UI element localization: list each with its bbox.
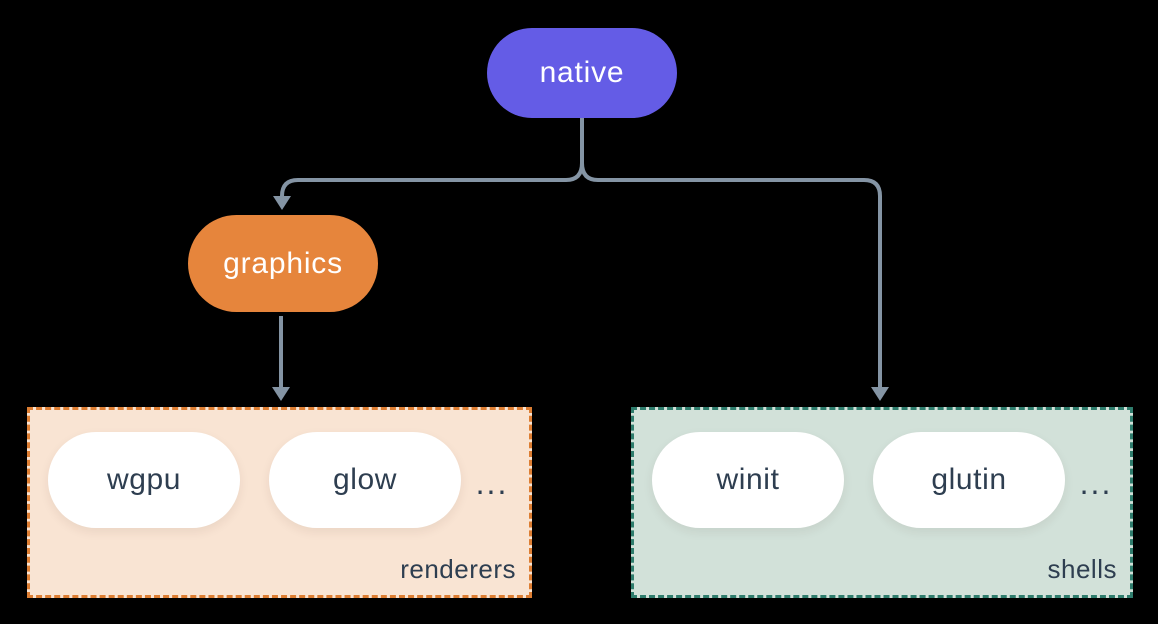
arrowhead-to-renderers — [272, 387, 290, 401]
node-wgpu: wgpu — [48, 432, 240, 528]
node-glutin: glutin — [873, 432, 1065, 528]
node-graphics-label: graphics — [223, 246, 343, 280]
node-winit: winit — [652, 432, 844, 528]
group-shells-label: shells — [1047, 554, 1117, 584]
node-graphics: graphics — [188, 215, 378, 312]
node-native-label: native — [539, 56, 625, 89]
group-renderers: wgpu glow ... renderers — [27, 407, 532, 598]
connector-branch-right — [580, 162, 882, 388]
node-glow-label: glow — [332, 463, 398, 496]
group-renderers-label: renderers — [400, 554, 516, 584]
renderers-ellipsis: ... — [475, 465, 509, 501]
node-native: native — [487, 28, 677, 118]
node-winit-label: winit — [716, 463, 780, 496]
node-glow: glow — [269, 432, 461, 528]
node-wgpu-label: wgpu — [106, 463, 182, 496]
arrowhead-to-graphics — [273, 196, 291, 210]
connector-branch-left — [280, 162, 584, 197]
node-glutin-label: glutin — [931, 463, 1007, 496]
arrowhead-to-shells — [871, 387, 889, 401]
shells-ellipsis: ... — [1079, 465, 1113, 501]
group-shells: winit glutin ... shells — [631, 407, 1133, 598]
